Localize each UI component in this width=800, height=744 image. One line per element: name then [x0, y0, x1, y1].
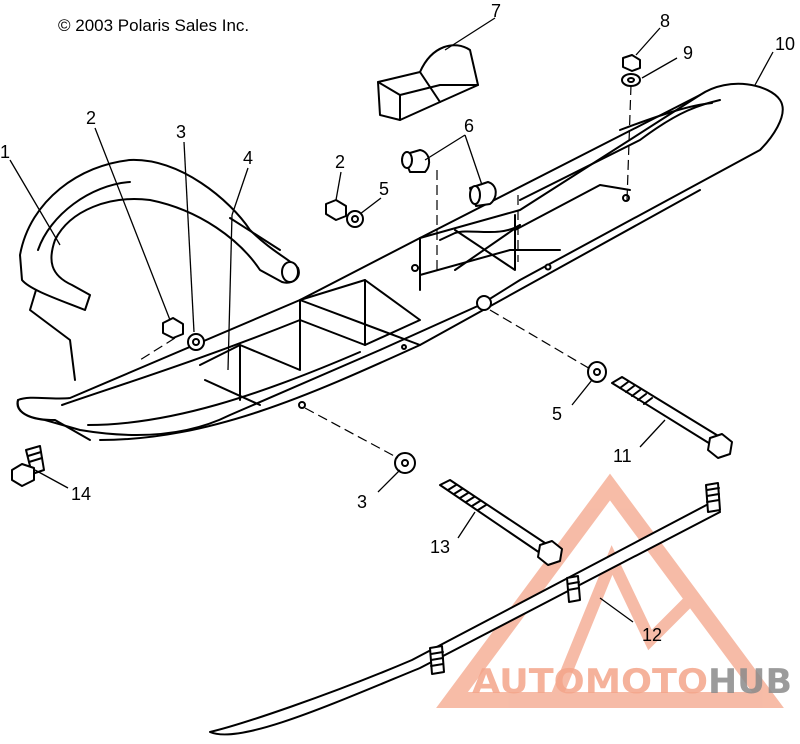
callout-14: 14	[71, 484, 91, 504]
callout-1: 1	[0, 142, 10, 162]
watermark-triangle-inner	[549, 545, 695, 703]
callout-2-upper: 2	[335, 152, 345, 172]
callout-13: 13	[430, 537, 450, 557]
part-7-wear-block	[377, 44, 479, 121]
part-8-nut	[622, 54, 641, 72]
leader-lines	[9, 17, 774, 623]
callout-3-bottom: 3	[357, 492, 367, 512]
copyright-text: © 2003 Polaris Sales Inc.	[58, 16, 249, 35]
callout-10: 10	[775, 34, 795, 54]
part-2-nut-left	[162, 317, 184, 339]
part-11-bolt	[611, 376, 733, 459]
part-9-washer	[621, 73, 641, 87]
part-2-nut-upper	[325, 199, 347, 221]
callout-2-left: 2	[86, 108, 96, 128]
watermark-triangle-outer	[436, 473, 784, 708]
watermark-text: AUTOMOTO HUB	[472, 662, 792, 702]
part-14-bolt	[11, 445, 45, 487]
callout-9: 9	[683, 43, 693, 63]
callout-3-upper: 3	[176, 122, 186, 142]
part-6-bushings	[401, 149, 497, 207]
watermark-text-part2: HUB	[708, 662, 792, 702]
part-3-washer-bottom	[394, 452, 416, 474]
alignment-lines	[139, 84, 632, 459]
watermark-text-part1: AUTOMOTO	[472, 662, 708, 702]
callout-labels: 1 2 3 4 2 5 6 7 8 9 10 5 11 3 13 12 14	[0, 1, 795, 645]
part-13-bolt	[439, 479, 563, 566]
callout-5-upper: 5	[379, 179, 389, 199]
callout-6: 6	[464, 116, 474, 136]
part-5-washer-upper	[346, 210, 364, 228]
ski-body	[16, 82, 784, 441]
watermark-logo	[436, 473, 784, 708]
callout-12: 12	[642, 625, 662, 645]
part-3-washer-left	[187, 333, 205, 351]
part-12-wear-bar	[209, 482, 721, 736]
callout-8: 8	[660, 11, 670, 31]
part-5-washer-right	[587, 361, 607, 383]
callout-4: 4	[243, 148, 253, 168]
callout-7: 7	[491, 1, 501, 21]
callout-5-right: 5	[552, 404, 562, 424]
callout-11: 11	[613, 446, 632, 466]
